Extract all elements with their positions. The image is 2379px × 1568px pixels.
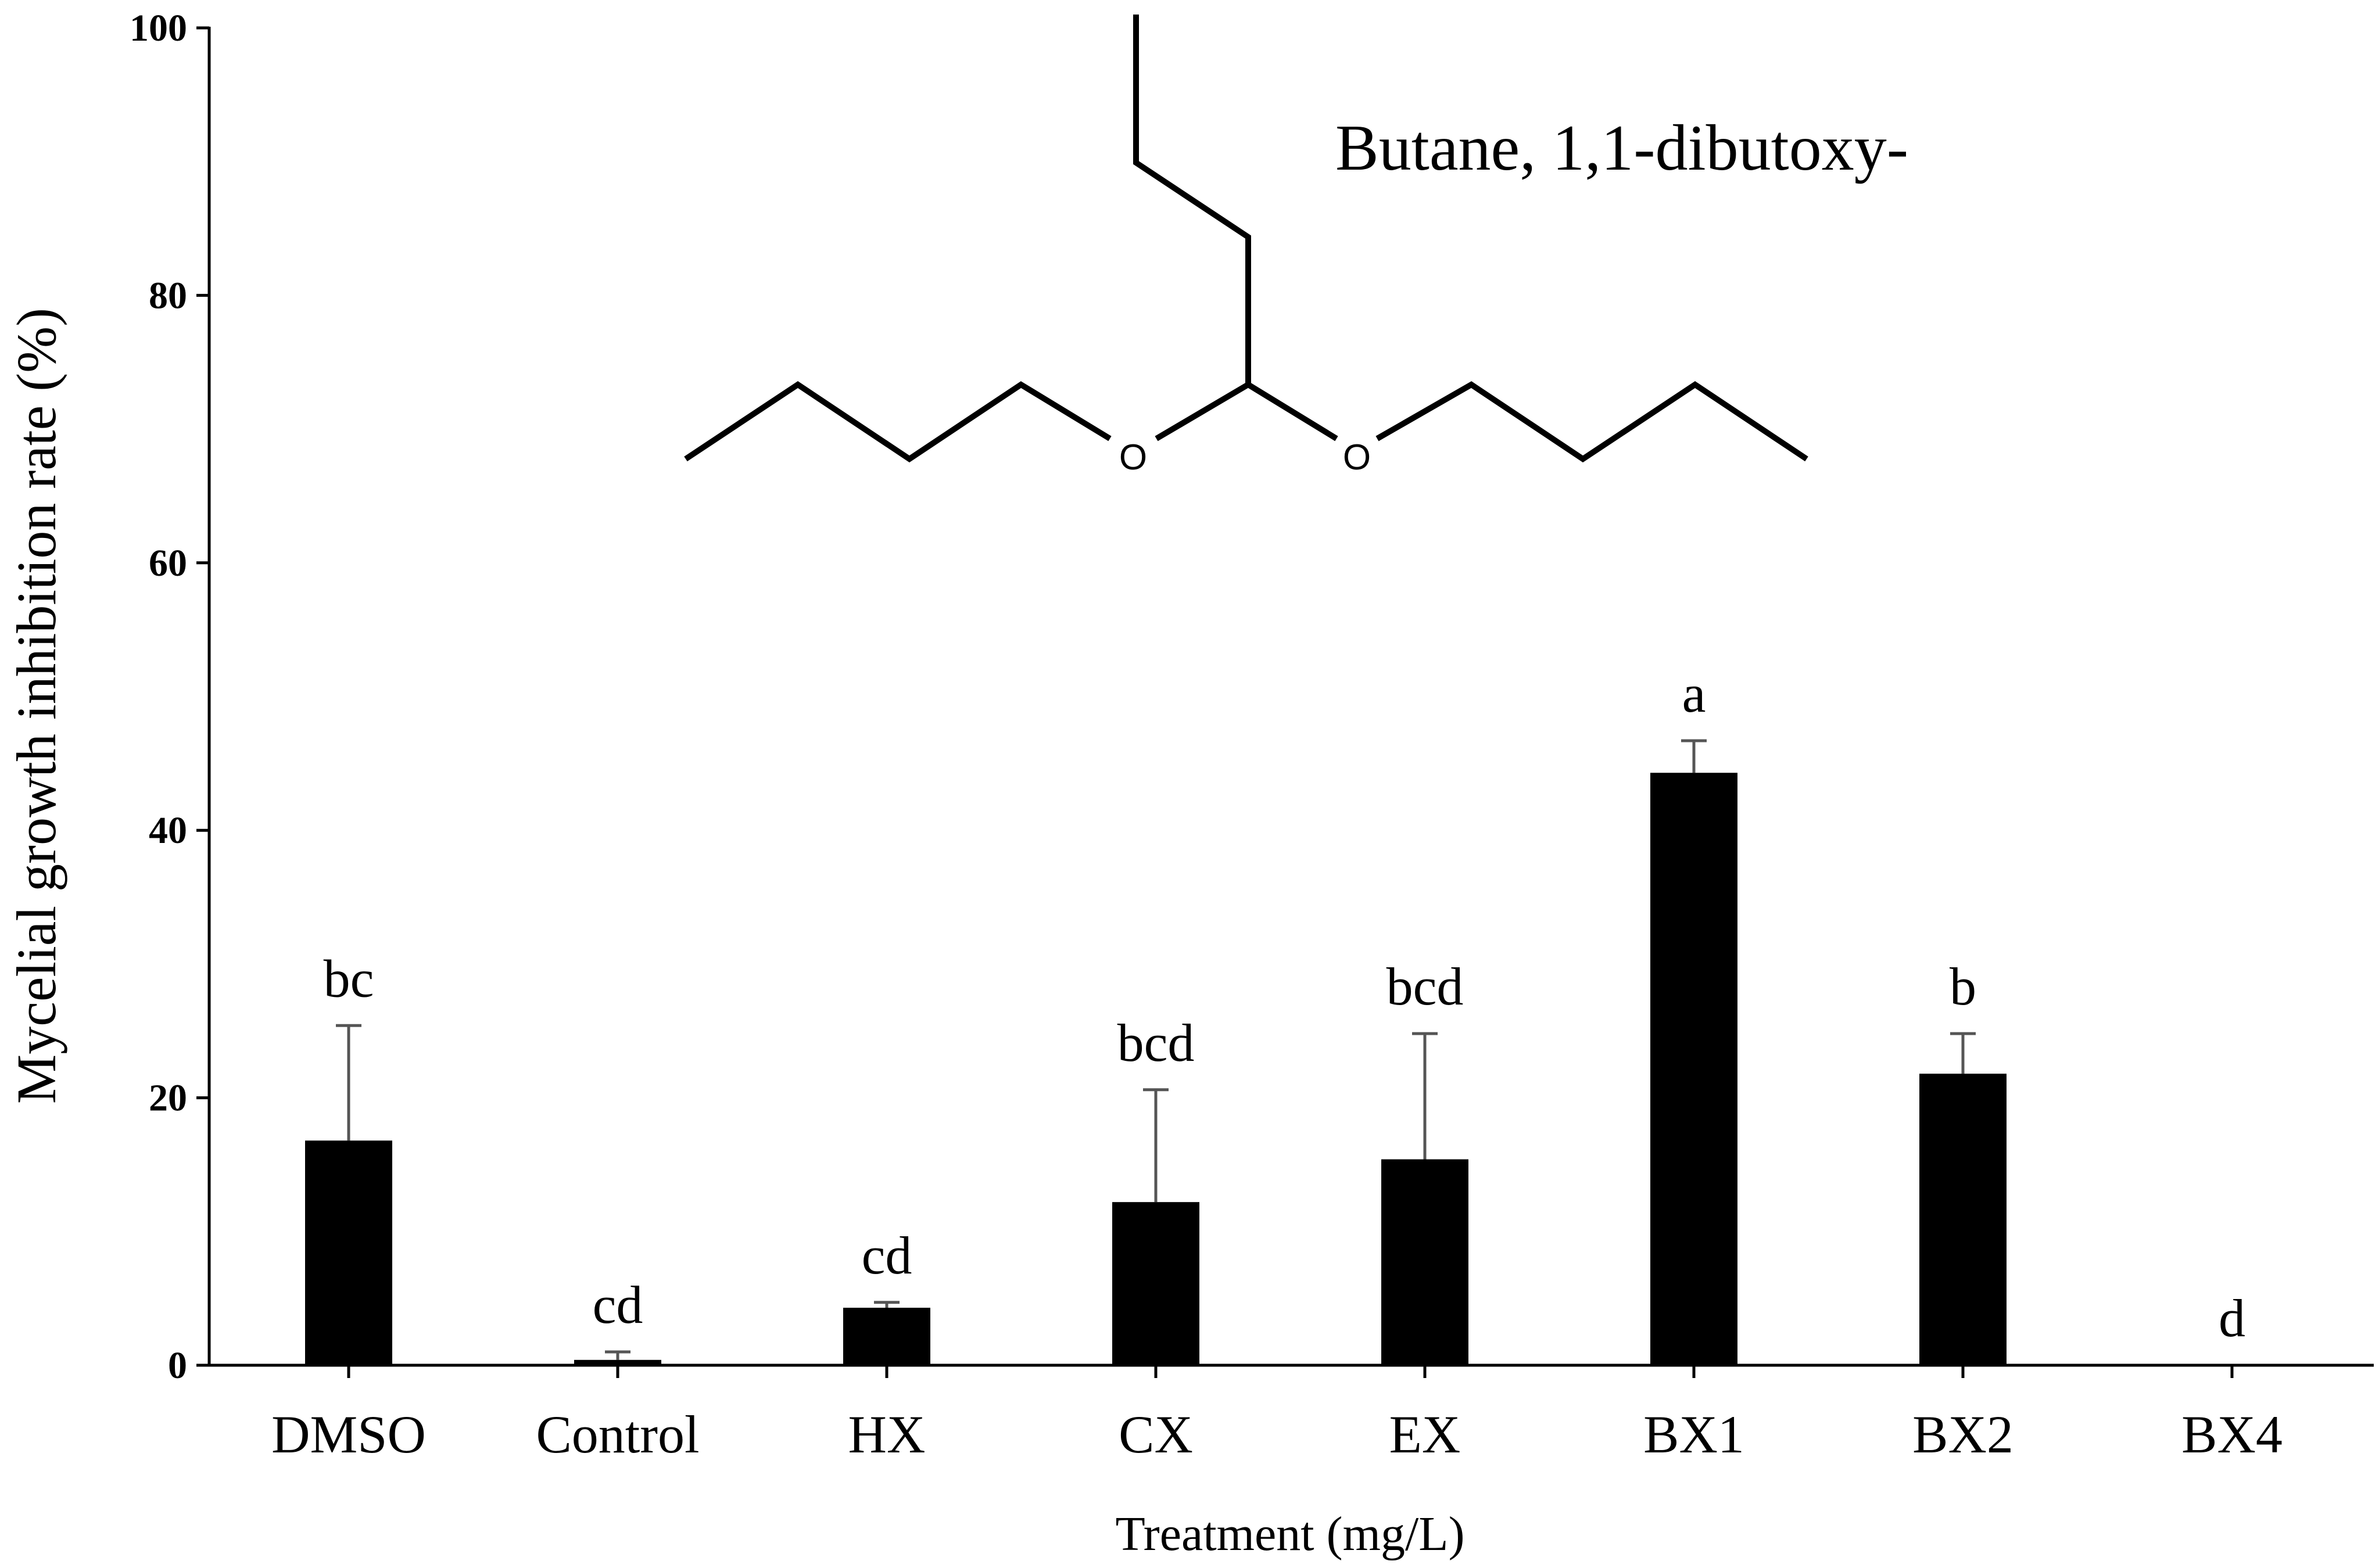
- bar-bx2: [1919, 1074, 2007, 1365]
- x-tick-label-cx: CX: [1119, 1405, 1193, 1464]
- significance-label-dmso: bc: [324, 949, 374, 1008]
- y-tick-label: 40: [149, 809, 187, 852]
- butyl-chain-left: [684, 381, 1112, 463]
- chemical-structure-diagram: [684, 15, 1808, 463]
- molecule-name-label: Butane, 1,1-dibutoxy-: [1335, 112, 1908, 184]
- y-axis-label: Mycelial growth inhibition rate (%): [5, 308, 67, 1104]
- x-axis-label: Treatment (mg/L): [1115, 1507, 1464, 1561]
- x-tick-label-ex: EX: [1389, 1405, 1461, 1464]
- significance-label-cx: bcd: [1117, 1013, 1195, 1072]
- bar-cx: [1112, 1202, 1199, 1365]
- significance-label-bx2: b: [1950, 957, 1976, 1016]
- x-tick-label-bx2: BX2: [1912, 1405, 2013, 1464]
- bar-bx1: [1650, 773, 1737, 1365]
- x-tick-label-dmso: DMSO: [271, 1405, 426, 1464]
- bar-control: [574, 1359, 661, 1365]
- x-tick-label-bx4: BX4: [2181, 1405, 2283, 1464]
- chart-axes: 0 20 40 60 80 100: [130, 7, 2374, 1387]
- x-tick-label-hx: HX: [848, 1405, 926, 1464]
- bar-hx: [843, 1308, 930, 1365]
- significance-label-bx4: d: [2219, 1289, 2245, 1348]
- bar-dmso: [305, 1140, 392, 1365]
- propyl-chain-top: [1133, 15, 1251, 385]
- x-tick-label-control: Control: [536, 1405, 699, 1464]
- significance-label-ex: bcd: [1386, 957, 1464, 1016]
- x-tick-label-bx1: BX1: [1643, 1405, 1744, 1464]
- significance-label-control: cd: [593, 1275, 643, 1334]
- chart-bars: [305, 739, 2007, 1365]
- butyl-chain-right: [1375, 381, 1808, 463]
- y-tick-label: 60: [149, 542, 187, 584]
- y-tick-label: 0: [168, 1344, 187, 1387]
- y-tick-label: 80: [149, 274, 187, 317]
- bar-ex: [1381, 1159, 1468, 1365]
- significance-label-hx: cd: [862, 1226, 912, 1285]
- y-tick-label: 20: [149, 1077, 187, 1120]
- y-tick-label: 100: [130, 7, 187, 49]
- acetal-carbon-bonds: [1155, 381, 1338, 442]
- oxygen-atom-right: O: [1343, 437, 1371, 478]
- significance-label-bx1: a: [1682, 664, 1706, 723]
- oxygen-atom-left: O: [1119, 437, 1147, 478]
